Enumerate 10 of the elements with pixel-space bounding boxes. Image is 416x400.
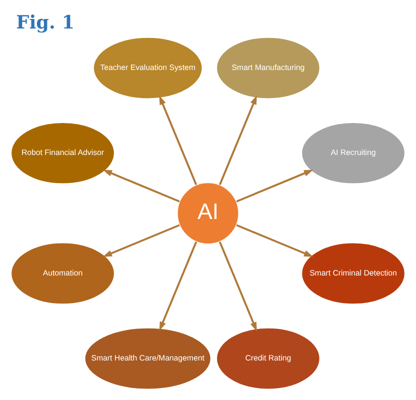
arrow <box>102 224 180 256</box>
arrow <box>218 240 257 331</box>
diagram-title: Fig. 1 <box>16 12 75 33</box>
arrow <box>102 169 180 202</box>
node-circle: AI <box>176 181 240 244</box>
arrow <box>236 169 314 202</box>
arrow <box>159 240 198 330</box>
arrow <box>236 224 314 256</box>
arrow <box>218 94 257 185</box>
arrow <box>159 94 198 185</box>
